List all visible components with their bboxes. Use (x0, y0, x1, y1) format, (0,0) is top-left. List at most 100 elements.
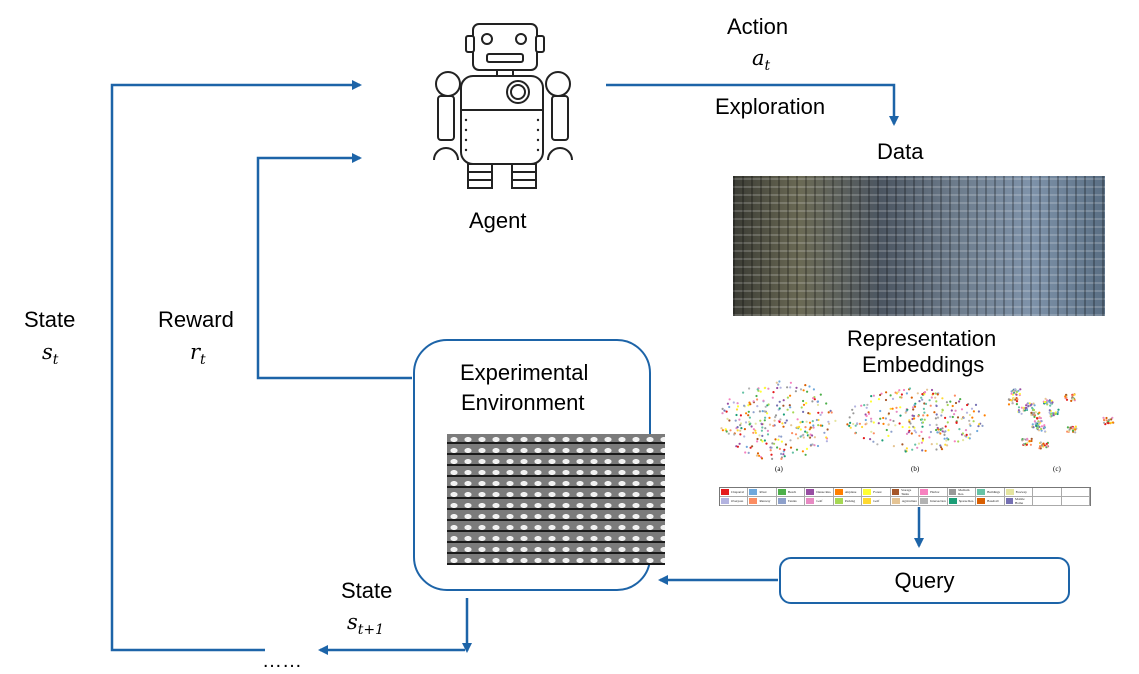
legend-swatch (806, 498, 815, 504)
embedding-point (776, 404, 779, 407)
embedding-point (889, 394, 892, 397)
embedding-point (778, 447, 781, 450)
embedding-point (920, 441, 923, 444)
embedding-point (802, 410, 805, 413)
embedding-point (742, 391, 745, 394)
embedding-point (872, 432, 875, 435)
embedding-point (910, 432, 913, 435)
embedding-point (862, 437, 865, 440)
embedding-point (783, 455, 786, 458)
embedding-point (944, 443, 947, 446)
embedding-point (898, 389, 901, 392)
embedding-point (1034, 411, 1037, 414)
embedding-point (1039, 447, 1042, 450)
embedding-point (1029, 404, 1032, 407)
embedding-point (852, 422, 855, 426)
embedding-point (946, 403, 949, 407)
embedding-point (955, 421, 958, 424)
embedding-point (941, 408, 944, 411)
embedding-point (889, 418, 892, 422)
embedding-point (892, 419, 895, 423)
embedding-point (872, 394, 875, 397)
embedding-point (1032, 402, 1035, 405)
embedding-point (781, 422, 784, 425)
embedding-point (774, 438, 777, 441)
embedding-point (870, 420, 873, 423)
embedding-point (920, 396, 923, 399)
embedding-point (1030, 439, 1033, 443)
query-box[interactable]: Query (779, 557, 1070, 604)
embedding-point (974, 403, 978, 406)
embedding-point (962, 439, 965, 442)
embedding-point (817, 418, 820, 422)
embedding-point (802, 433, 805, 436)
embedding-point (1050, 414, 1053, 418)
embedding-point (926, 388, 929, 391)
embedding-point (877, 398, 881, 401)
embedding-point (885, 428, 888, 432)
embedding-point (802, 436, 805, 439)
legend-swatch (806, 489, 815, 495)
embedding-point (813, 444, 816, 447)
embedding-point (790, 424, 793, 427)
embedding-point (1007, 398, 1010, 401)
embedding-point (777, 438, 780, 441)
embedding-point (794, 390, 797, 393)
embedding-point (1037, 421, 1040, 424)
embedding-point (911, 406, 915, 409)
embedding-point (1057, 408, 1060, 411)
embedding-point (1074, 428, 1077, 431)
embedding-point (941, 430, 944, 433)
embedding-point (938, 431, 941, 434)
embedding-point (773, 419, 776, 422)
embedding-point (910, 396, 913, 399)
embedding-point (775, 381, 778, 384)
embedding-point (804, 430, 807, 433)
embedding-point (961, 432, 964, 435)
embedding-point (748, 401, 751, 404)
embedding-point (1103, 418, 1106, 421)
embedding-point (879, 417, 882, 420)
embedding-point (848, 424, 851, 427)
embedding-point (1039, 417, 1042, 420)
embedding-point (1056, 411, 1059, 414)
embedding-point (909, 422, 912, 425)
embedding-point (884, 398, 888, 402)
embedding-point (905, 392, 908, 395)
embedding-point (1037, 429, 1041, 432)
embedding-point (724, 428, 727, 431)
embedding-point (1069, 426, 1072, 429)
embedding-point (932, 392, 935, 395)
embedding-point (1026, 402, 1029, 405)
embedding-point (968, 419, 971, 422)
embedding-point (721, 429, 724, 432)
embedding-point (866, 403, 869, 406)
embedding-point (945, 439, 948, 442)
embedding-point (782, 413, 785, 416)
embedding-point (1044, 397, 1047, 400)
embedding-point (1111, 416, 1114, 419)
embedding-point (750, 425, 753, 428)
embedding-point (817, 411, 820, 414)
embedding-point (740, 427, 743, 430)
embedding-point (755, 454, 759, 457)
embedding-point (920, 430, 923, 433)
embedding-point (946, 444, 949, 447)
embedding-point (1052, 414, 1055, 417)
embedding-point (1012, 397, 1015, 400)
embedding-point (799, 435, 802, 438)
embedding-point (921, 393, 924, 396)
embedding-point (796, 418, 799, 421)
embedding-point (965, 433, 968, 436)
legend-label: Mobile Home (1015, 497, 1025, 505)
embedding-point (1074, 425, 1077, 428)
embedding-point (891, 407, 894, 410)
legend-label: Overpass (731, 499, 744, 503)
embedding-point (966, 403, 969, 407)
embedding-point (747, 414, 750, 417)
embedding-point (1111, 421, 1115, 424)
embedding-point (807, 412, 810, 415)
embedding-point (767, 403, 770, 406)
embedding-point (887, 423, 890, 426)
embedding-point (913, 429, 916, 432)
